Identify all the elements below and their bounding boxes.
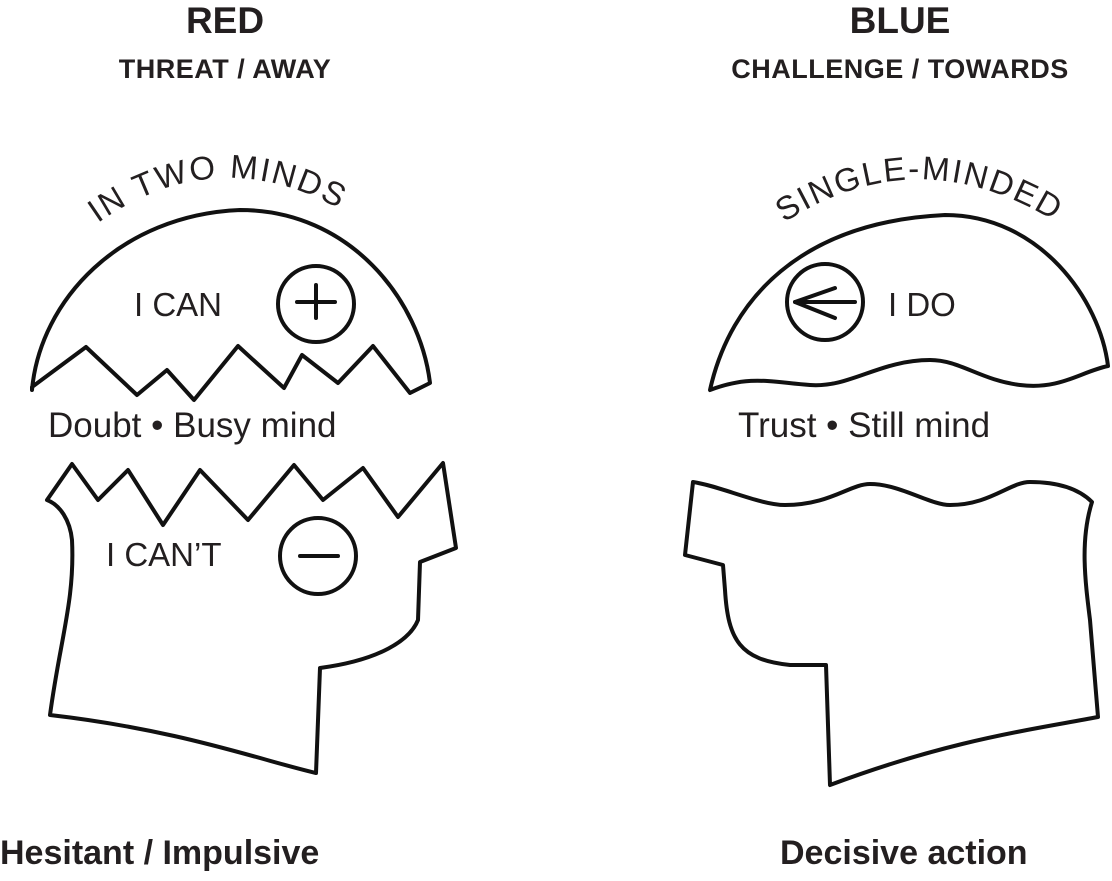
left-head-bottom-shape	[45, 461, 458, 775]
left-title: RED	[185, 0, 265, 41]
right-footer: Decisive action	[780, 834, 1028, 872]
left-footer: Hesitant / Impulsive	[0, 834, 320, 872]
right-head-bottom-shape	[683, 480, 1100, 787]
right-middle-text: Trust • Still mind	[738, 406, 991, 445]
left-arc-label: IN TWO MINDS	[81, 147, 354, 229]
left-subtitle: THREAT / AWAY	[118, 54, 332, 84]
minus-circle-icon	[278, 516, 358, 596]
left-bottom-text: I CAN’T	[106, 536, 222, 573]
right-title: BLUE	[849, 0, 951, 41]
arrow-left-circle-icon	[785, 262, 865, 342]
right-head-top-shape	[708, 213, 1110, 392]
left-middle-text: Doubt • Busy mind	[48, 406, 337, 445]
right-subtitle: CHALLENGE / TOWARDS	[731, 54, 1069, 84]
left-head-top-shape	[30, 208, 432, 402]
right-top-text: I DO	[888, 286, 956, 323]
left-top-text: I CAN	[134, 286, 223, 323]
plus-circle-icon	[276, 264, 356, 344]
